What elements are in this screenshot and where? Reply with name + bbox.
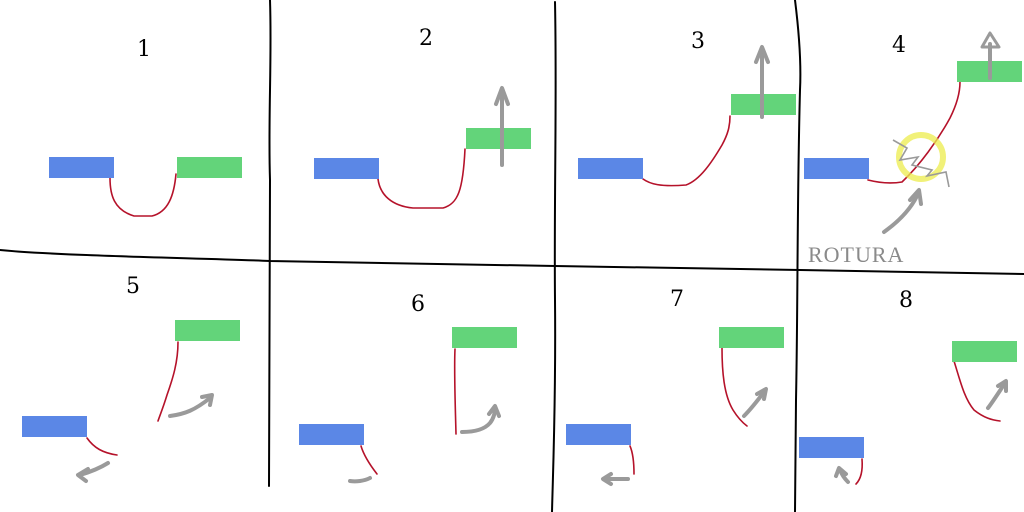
rope-panel-6a [360, 445, 378, 475]
blue-block-8 [799, 437, 864, 458]
blue-block-1 [49, 157, 114, 178]
panel-numbers: 1 2 3 4 5 6 7 8 [126, 26, 913, 317]
blue-block-4 [804, 158, 869, 179]
vertical-divider-2 [551, 1, 557, 512]
blue-block-5 [22, 416, 87, 437]
green-block-8 [952, 341, 1017, 362]
up-arrow-icon-panel-3 [754, 45, 770, 119]
rope-panel-5a [86, 437, 118, 456]
break-marker [892, 132, 950, 188]
vertical-divider-1 [268, 0, 272, 487]
blue-block-6 [299, 424, 364, 445]
green-block-6 [452, 327, 517, 348]
curved-arrow-icon-panel-7-right [742, 387, 768, 418]
green-block-1 [177, 157, 242, 178]
rope-panel-2 [377, 148, 466, 209]
panel-number-4: 4 [892, 33, 906, 58]
blue-block-3 [578, 158, 643, 179]
curved-arrow-icon-panel-8-left [834, 466, 850, 484]
curved-arrow-icon-panel-6-left [348, 476, 372, 484]
panel-number-2: 2 [419, 26, 433, 51]
up-arrow-icon-panel-2 [494, 86, 510, 167]
vertical-divider-3 [794, 0, 802, 512]
curved-arrow-icon-panel-6-right [460, 404, 501, 434]
blue-block-2 [314, 158, 379, 179]
arrows [76, 31, 1008, 486]
panel-number-3: 3 [691, 29, 705, 54]
rope-panel-4 [867, 81, 961, 184]
curved-arrow-icon-panel-5-right [168, 393, 214, 418]
curved-arrow-icon-panel-8-right [986, 379, 1008, 410]
panel-number-1: 1 [137, 37, 151, 62]
curved-arrow-icon-panel-5-left [76, 461, 110, 483]
rope-panel-7a [629, 445, 635, 475]
rotura-label: ROTURA [808, 242, 904, 267]
panel-number-7: 7 [670, 287, 684, 312]
up-arrow-icon-panel-4 [980, 31, 1001, 80]
green-block-2 [466, 128, 531, 149]
break-zigzag [892, 139, 950, 188]
ropes [86, 81, 1001, 485]
panel-number-8: 8 [899, 288, 913, 313]
rope-panel-6b [453, 348, 457, 435]
green-block-7 [719, 327, 784, 348]
curved-arrow-icon-panel-7-left [601, 472, 630, 486]
rope-panel-5b [157, 341, 179, 422]
panel-number-5: 5 [126, 274, 140, 299]
rope-panel-8b [953, 360, 1001, 422]
panel-number-6: 6 [411, 292, 425, 317]
rope-panel-1 [109, 173, 177, 217]
rope-panel-8a [855, 458, 863, 485]
pointer-arrow-icon-rotura [882, 188, 923, 234]
rope-panel-7b [721, 347, 748, 427]
rope-panel-3 [642, 115, 731, 187]
blue-block-7 [566, 424, 631, 445]
break-highlight-circle [896, 132, 946, 182]
green-block-5 [175, 320, 240, 341]
